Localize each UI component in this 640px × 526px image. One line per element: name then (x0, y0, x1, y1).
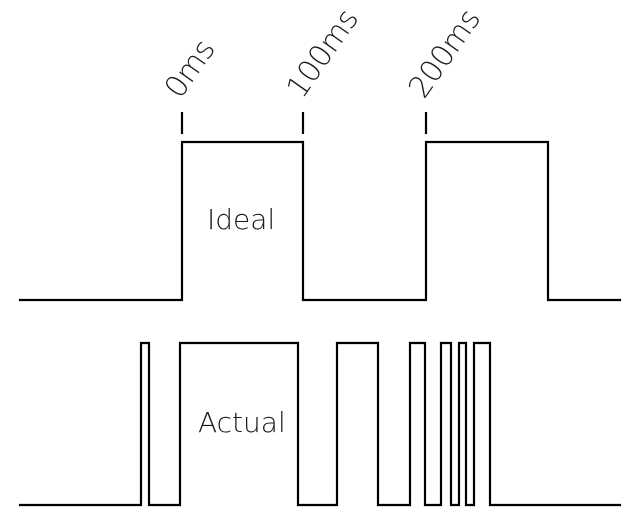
actual-waveform (18, 341, 622, 507)
time-marker-label-200: 200ms (402, 3, 488, 105)
time-marker-label-0: 0ms (158, 33, 222, 104)
time-marker-label-100: 100ms (280, 3, 366, 105)
actual-signal-label: Actual (198, 406, 286, 439)
ideal-signal-label: Ideal (207, 203, 275, 236)
ideal-waveform (18, 140, 622, 302)
